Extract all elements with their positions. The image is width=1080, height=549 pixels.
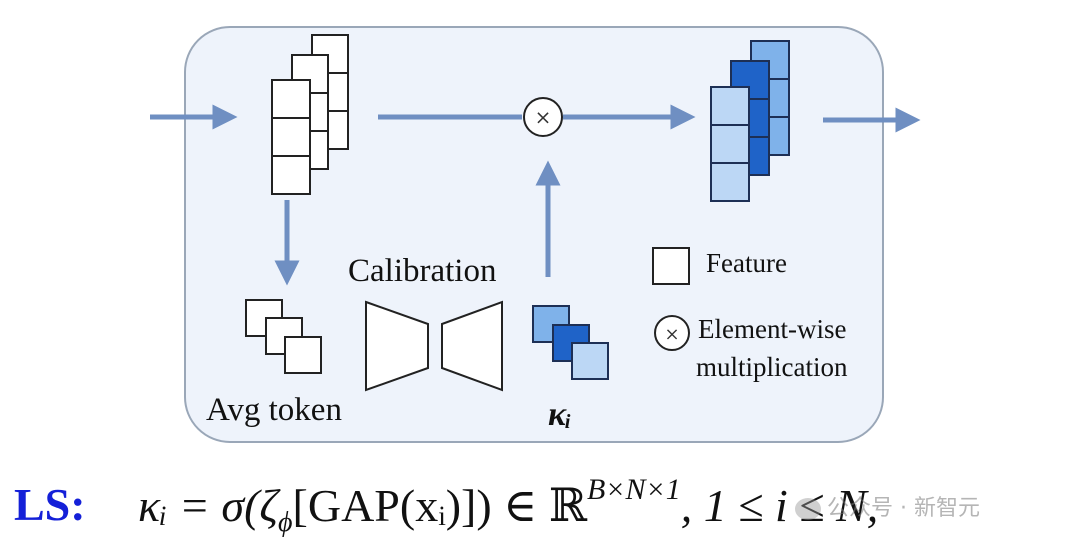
calibration-label: Calibration	[348, 253, 496, 289]
formula-phi: ϕ	[278, 507, 293, 539]
formula-tail: , 1 ≤ i ≤ N,	[680, 480, 879, 531]
formula-body: [GAP(xᵢ)]) ∈ ℝ	[292, 480, 587, 531]
legend-feature-icon	[652, 247, 690, 285]
formula-tag: LS:	[14, 479, 86, 530]
svg-text:×: ×	[535, 105, 552, 129]
module-panel	[184, 26, 884, 443]
diagram-canvas: × Avg token Calibration κᵢ Feature × Ele…	[150, 26, 921, 443]
watermark-logo-icon	[795, 498, 821, 520]
formula-superscript: B×N×1	[586, 472, 681, 506]
kappa-label: κᵢ	[548, 396, 572, 433]
avg-token-label: Avg token	[206, 392, 342, 428]
formula-lhs: κᵢ = σ(ζ	[138, 480, 279, 531]
ls-formula: LS: κᵢ = σ(ζϕ[GAP(xᵢ)]) ∈ ℝB×N×1, 1 ≤ i …	[0, 470, 1080, 540]
avg-token-stack	[245, 299, 322, 374]
calibration-encoder-icon	[365, 300, 429, 392]
watermark: 公众号 · 新智元	[795, 490, 980, 522]
calibration-decoder-icon	[441, 300, 503, 392]
legend-multiply-icon: ×	[654, 315, 690, 351]
watermark-text: 公众号 · 新智元	[827, 496, 980, 521]
input-feature-stack	[271, 34, 349, 195]
legend-elementwise-line1: Element-wise	[698, 314, 846, 344]
legend-elementwise-line2: multiplication	[696, 352, 848, 382]
multiply-operator: ×	[523, 97, 563, 137]
formula-equation: κᵢ = σ(ζϕ[GAP(xᵢ)]) ∈ ℝB×N×1, 1 ≤ i ≤ N,	[138, 473, 879, 539]
output-feature-stack	[710, 40, 790, 202]
kappa-stack	[532, 305, 609, 380]
svg-text:×: ×	[664, 324, 679, 345]
legend-feature-label: Feature	[706, 248, 787, 278]
